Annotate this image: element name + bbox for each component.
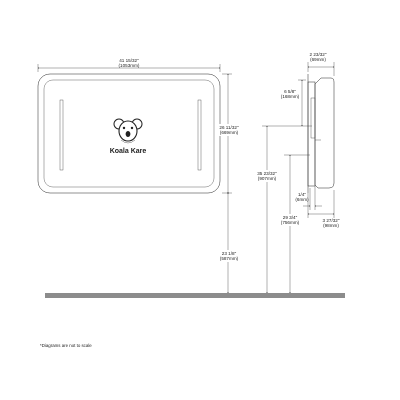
floor-to-bed-dimension: 29 3/4" (756mm) bbox=[276, 154, 310, 294]
bed-thickness-dimension: 1/4" (6mm) bbox=[295, 186, 322, 210]
height-imperial: 26 11/32" bbox=[219, 125, 239, 130]
front-view: Koala Kare 41 15/32" (1053mm) 26 11/32" … bbox=[37, 58, 242, 294]
height-metric: (669mm) bbox=[220, 130, 239, 135]
changing-station-inner-panel bbox=[43, 79, 215, 188]
right-groove bbox=[197, 99, 202, 171]
height-dimension: 26 11/32" (669mm) bbox=[216, 73, 242, 194]
floor-to-bottom-metric: (587mm) bbox=[220, 256, 239, 261]
width-dimension: 41 15/32" (1053mm) bbox=[37, 58, 221, 72]
side-top-offset-dimension: 6 5/8" (168mm) bbox=[280, 79, 312, 127]
floor-to-strap-dimension: 35 23/32" (907mm) bbox=[252, 125, 298, 294]
footnote: *Diagrams are not to scale bbox=[40, 343, 92, 348]
floor-to-bottom-dimension: 23 1/8" (587mm) bbox=[216, 192, 242, 294]
depth-bottom-dimension: 3 27/32" (98mm) bbox=[307, 190, 340, 228]
depth-top-metric: (69mm) bbox=[310, 57, 326, 62]
floor-to-bed-metric: (756mm) bbox=[281, 220, 300, 225]
floor-to-bottom-imperial: 23 1/8" bbox=[222, 251, 237, 256]
floor-to-bed-imperial: 29 3/4" bbox=[283, 215, 298, 220]
depth-bottom-metric: (98mm) bbox=[323, 223, 339, 228]
side-body bbox=[314, 77, 335, 189]
side-strap bbox=[310, 97, 316, 139]
left-groove bbox=[59, 99, 64, 171]
depth-top-imperial: 2 23/32" bbox=[310, 52, 327, 57]
koala-logo-icon bbox=[113, 118, 143, 144]
width-metric: (1053mm) bbox=[119, 63, 140, 68]
floor bbox=[45, 293, 345, 298]
side-top-offset-imperial: 6 5/8" bbox=[284, 89, 296, 94]
depth-top-dimension: 2 23/32" (69mm) bbox=[307, 52, 335, 76]
logo-text: Koala Kare bbox=[110, 148, 147, 155]
floor-to-strap-imperial: 35 23/32" bbox=[257, 171, 277, 176]
floor-to-strap-metric: (907mm) bbox=[258, 176, 277, 181]
side-wall-plate bbox=[307, 81, 316, 187]
side-view: 2 23/32" (69mm) 6 5/8" (168mm) 35 23/32"… bbox=[252, 52, 340, 294]
depth-bottom-imperial: 3 27/32" bbox=[323, 218, 340, 223]
width-imperial: 41 15/32" bbox=[119, 58, 139, 63]
bed-thickness-imperial: 1/4" bbox=[298, 192, 306, 197]
bed-thickness-metric: (6mm) bbox=[295, 197, 309, 202]
side-top-offset-metric: (168mm) bbox=[281, 94, 300, 99]
